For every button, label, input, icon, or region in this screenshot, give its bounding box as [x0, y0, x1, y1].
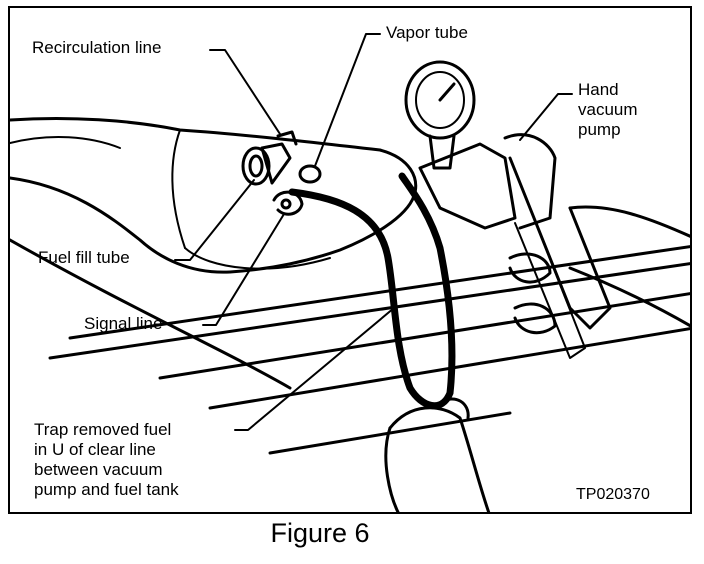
label-signal-line: Signal line: [84, 314, 163, 333]
fuel-fill-tube-fitting: [241, 130, 298, 186]
label-fuel-fill-tube: Fuel fill tube: [38, 248, 130, 267]
label-vapor-tube: Vapor tube: [386, 23, 468, 42]
vacuum-pump-body: [418, 133, 612, 359]
label-trap-note: Trap removed fuel in U of clear line bet…: [34, 420, 179, 499]
hands: [384, 205, 690, 512]
label-recirculation-line: Recirculation line: [32, 38, 162, 57]
vapor-tube-stub: [298, 164, 322, 184]
illustration: [10, 33, 690, 512]
figure-caption: Figure 6: [270, 518, 370, 548]
signal-line-port: [272, 190, 304, 216]
leader-lines: [174, 33, 573, 431]
figure-code: TP020370: [576, 486, 650, 503]
diagram-frame: Recirculation line Vapor tube Hand vacuu…: [8, 6, 692, 514]
label-hand-vacuum-pump: Hand vacuum pump: [578, 80, 638, 139]
vacuum-gauge: [404, 60, 476, 170]
clear-hose: [288, 172, 456, 410]
